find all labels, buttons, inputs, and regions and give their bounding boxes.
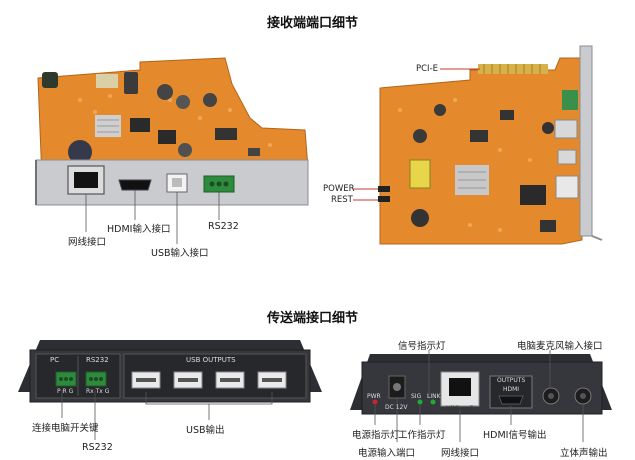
- label-rs232-receiver: RS232: [208, 221, 239, 232]
- panel-label-link: LINK: [427, 393, 441, 400]
- receiver-right-leaders: [353, 68, 480, 201]
- label-rest-switch: REST: [331, 195, 353, 205]
- panel-terminal-pc-marks: P R G: [57, 388, 74, 395]
- panel-label-rs232: RS232: [86, 356, 109, 364]
- panel-label-dc12v: DC 12V: [385, 404, 408, 411]
- sender-box-right: [350, 354, 612, 415]
- panel-label-outputs: OUTPUTS: [497, 377, 526, 384]
- label-signal-led: 信号指示灯: [398, 341, 446, 352]
- label-audio-output: 立体声输出: [560, 448, 608, 459]
- label-pcie: PCI-E: [416, 64, 439, 74]
- panel-label-hdmi: HDMI: [503, 386, 520, 393]
- panel-terminal-rs232-marks: Rx Tx G: [86, 388, 110, 395]
- label-power-led: 电源指示灯: [352, 430, 400, 441]
- receiver-card-left: [35, 57, 309, 206]
- label-network-port: 网线接口: [68, 237, 107, 248]
- label-usb-output: USB输出: [186, 425, 225, 436]
- label-rs232-sender: RS232: [82, 442, 113, 453]
- sender-section-title: 传送端接口细节: [267, 311, 359, 326]
- panel-label-pwr: PWR: [367, 393, 381, 400]
- panel-label-pc: PC: [50, 356, 60, 364]
- label-hdmi-input: HDMI输入接口: [107, 224, 171, 235]
- label-pc-switch: 连接电脑开关键: [32, 423, 99, 434]
- receiver-left-leaders: [85, 190, 220, 244]
- panel-label-hdbaset: HDBaseT: [446, 405, 474, 412]
- receiver-card-right: [378, 45, 603, 245]
- panel-label-usb-outputs: USB OUTPUTS: [186, 356, 236, 364]
- label-hdmi-output: HDMI信号输出: [483, 430, 547, 441]
- receiver-section-title: 接收端端口细节: [267, 16, 359, 31]
- label-mic-input: 电脑麦克风输入接口: [517, 341, 603, 352]
- sender-right-leaders: [374, 350, 584, 442]
- label-usb-input: USB输入接口: [151, 248, 209, 259]
- label-power-input: 电源输入端口: [358, 448, 416, 459]
- label-network-sender: 网线接口: [441, 448, 480, 459]
- label-work-led: 工作指示灯: [398, 430, 446, 441]
- sender-left-leaders: [61, 390, 273, 440]
- panel-label-sig: SIG: [411, 393, 422, 400]
- sender-box-left: [18, 340, 322, 403]
- label-power-switch: POWER: [323, 184, 355, 194]
